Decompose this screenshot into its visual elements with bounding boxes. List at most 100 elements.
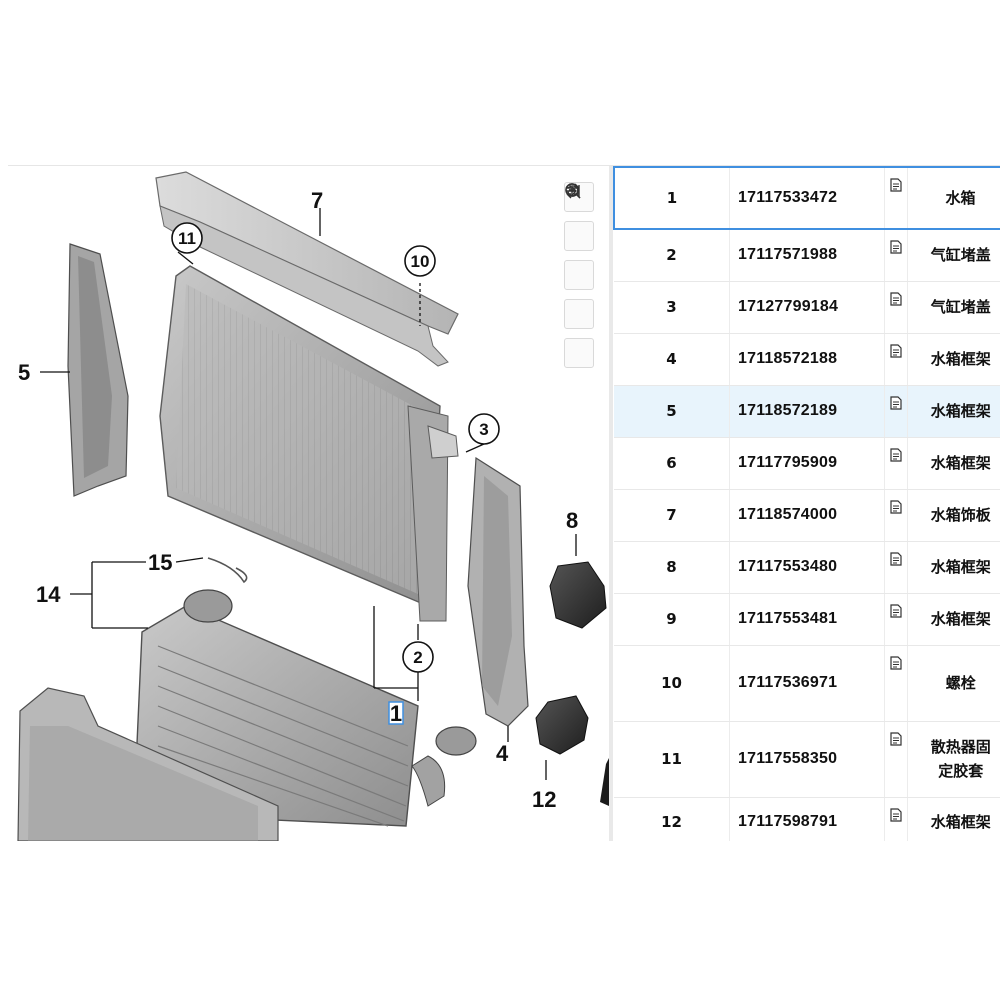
rubber-mount-12 bbox=[535, 695, 589, 755]
part-name: 水箱框架 bbox=[907, 437, 1000, 490]
document-icon[interactable] bbox=[890, 395, 902, 414]
details-cell[interactable] bbox=[884, 166, 908, 230]
part-code[interactable]: 17117558350 bbox=[729, 721, 885, 798]
collapse-panel-icon bbox=[566, 185, 580, 197]
right-side-frame bbox=[467, 456, 529, 727]
document-icon[interactable] bbox=[890, 603, 902, 622]
document-icon[interactable] bbox=[890, 551, 902, 570]
callout-1[interactable]: 1 bbox=[388, 701, 404, 726]
svg-text:10: 10 bbox=[411, 252, 430, 271]
details-cell[interactable] bbox=[884, 645, 908, 722]
details-cell[interactable] bbox=[884, 541, 908, 594]
part-code[interactable]: 17117536971 bbox=[729, 645, 885, 722]
document-icon[interactable] bbox=[890, 291, 902, 310]
document-icon[interactable] bbox=[890, 447, 902, 466]
part-number: 9 bbox=[614, 593, 730, 646]
details-cell[interactable] bbox=[884, 229, 908, 282]
part-name: 水箱 bbox=[907, 166, 1000, 230]
zoom-out-button[interactable] bbox=[564, 183, 594, 290]
zoom-in-button[interactable] bbox=[564, 183, 594, 251]
top-trim-plate bbox=[155, 171, 459, 367]
details-cell[interactable] bbox=[884, 797, 908, 841]
part-name: 水箱饰板 bbox=[907, 489, 1000, 542]
part-name: 水箱框架 bbox=[907, 385, 1000, 438]
details-cell[interactable] bbox=[884, 333, 908, 386]
part-number: 7 bbox=[614, 489, 730, 542]
callout-10[interactable]: 10 bbox=[404, 245, 436, 277]
part-number: 2 bbox=[614, 229, 730, 282]
document-icon[interactable] bbox=[890, 807, 902, 826]
left-side-frame bbox=[67, 243, 129, 497]
part-code[interactable]: 17117553480 bbox=[729, 541, 885, 594]
part-code[interactable]: 17118574000 bbox=[729, 489, 885, 542]
leader-lines bbox=[40, 208, 577, 780]
part-name: 水箱框架 bbox=[907, 333, 1000, 386]
part-code[interactable]: 17117571988 bbox=[729, 229, 885, 282]
part-code[interactable]: 17127799184 bbox=[729, 281, 885, 334]
part-code[interactable]: 17118572188 bbox=[729, 333, 885, 386]
document-icon[interactable] bbox=[890, 240, 902, 258]
collapse-panel-button[interactable] bbox=[564, 185, 594, 368]
part-code[interactable]: 17117598791 bbox=[729, 797, 885, 841]
pane-divider[interactable] bbox=[609, 166, 613, 841]
svg-text:11: 11 bbox=[178, 229, 196, 248]
document-icon[interactable] bbox=[890, 343, 902, 362]
part-number: 5 bbox=[614, 385, 730, 438]
partial-dark-part bbox=[600, 758, 609, 806]
part-name: 气缸堵盖 bbox=[907, 229, 1000, 282]
callout-5[interactable]: 5 bbox=[18, 360, 30, 385]
callout-8[interactable]: 8 bbox=[566, 508, 578, 533]
part-code[interactable]: 17117533472 bbox=[729, 166, 885, 230]
part-number: 4 bbox=[614, 333, 730, 386]
rotate-button[interactable] bbox=[564, 183, 594, 329]
part-name: 水箱框架 bbox=[907, 541, 1000, 594]
details-cell[interactable] bbox=[884, 437, 908, 490]
lower-shroud bbox=[17, 687, 279, 841]
callout-3[interactable]: 3 bbox=[468, 413, 500, 445]
callout-2[interactable]: 2 bbox=[402, 641, 434, 673]
document-icon[interactable] bbox=[890, 731, 902, 750]
svg-text:2: 2 bbox=[413, 648, 422, 667]
part-name: 水箱框架 bbox=[907, 797, 1000, 841]
svg-text:1: 1 bbox=[390, 701, 402, 726]
details-cell[interactable] bbox=[884, 593, 908, 646]
part-number: 8 bbox=[614, 541, 730, 594]
part-name: 水箱框架 bbox=[907, 593, 1000, 646]
details-cell[interactable] bbox=[884, 489, 908, 542]
callout-11[interactable]: 11 bbox=[171, 222, 203, 254]
details-cell[interactable] bbox=[884, 385, 908, 438]
callout-4[interactable]: 4 bbox=[496, 741, 509, 766]
callout-12[interactable]: 12 bbox=[532, 787, 556, 812]
part-code[interactable]: 17117553481 bbox=[729, 593, 885, 646]
part-code[interactable]: 17118572189 bbox=[729, 385, 885, 438]
part-number: 1 bbox=[613, 166, 730, 230]
svg-text:3: 3 bbox=[479, 420, 488, 439]
details-cell[interactable] bbox=[884, 721, 908, 798]
document-icon[interactable] bbox=[890, 178, 902, 196]
part-name: 螺栓 bbox=[907, 645, 1000, 722]
document-icon[interactable] bbox=[890, 655, 902, 674]
callout-15[interactable]: 15 bbox=[148, 550, 172, 575]
part-name: 气缸堵盖 bbox=[907, 281, 1000, 334]
part-name: 散热器固定胶套 bbox=[907, 721, 1000, 798]
part-code[interactable]: 17117795909 bbox=[729, 437, 885, 490]
callout-7[interactable]: 7 bbox=[311, 188, 323, 213]
document-icon[interactable] bbox=[890, 499, 902, 518]
callout-14[interactable]: 14 bbox=[36, 582, 61, 607]
parts-diagram[interactable]: 7 5 4 8 12 14 15 11 10 3 2 bbox=[8, 166, 609, 841]
intercooler bbox=[135, 589, 477, 827]
details-cell[interactable] bbox=[884, 281, 908, 334]
